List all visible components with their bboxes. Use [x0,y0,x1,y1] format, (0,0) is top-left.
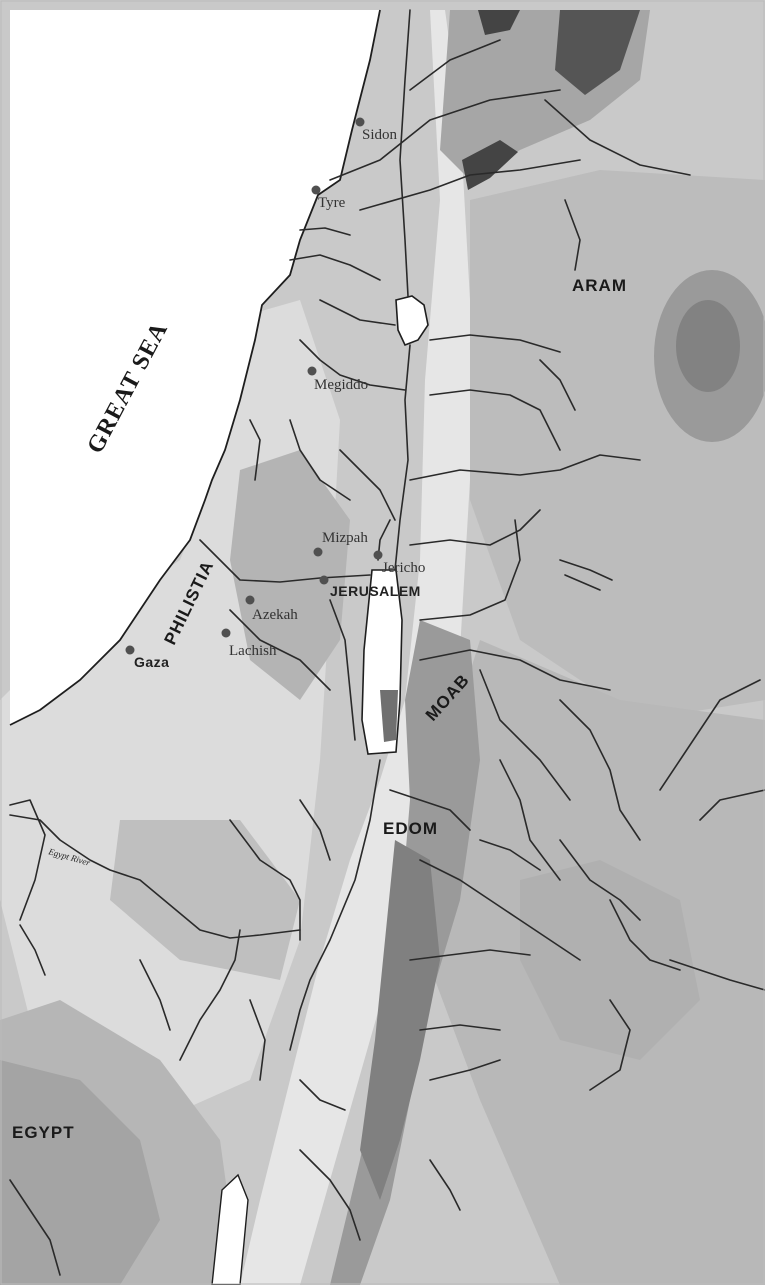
river-arabah [289,759,381,1051]
river-west-6 [339,449,396,521]
coastline [9,9,381,726]
egypt-river [9,814,301,939]
city-markers [125,117,383,655]
tyre-label: Tyre [318,195,346,211]
river-west-2 [289,419,351,501]
river-east-3 [539,359,576,411]
megiddo-dot [307,366,317,376]
river-edom-4 [609,899,681,971]
river-edom-1 [419,859,581,961]
river-moab-2 [499,759,561,881]
river-east-7 [589,999,631,1091]
river-zered [389,789,471,831]
river-sinai-7 [299,1149,361,1241]
great-sea [10,10,380,725]
river-sinai-3 [179,929,241,1061]
azekah-label: Azekah [252,607,298,623]
gaza-label: Gaza [134,654,169,670]
river-edom-2 [479,839,541,871]
gaza-dot [125,645,135,655]
river-west-1 [249,419,261,481]
river-yarmuk [409,454,641,481]
river-sinai-1 [9,799,46,921]
river-aram-2 [559,559,613,591]
terrain-shading [0,10,765,1285]
river-north-2 [409,39,501,91]
river-edom-5 [409,949,531,961]
river-jabbok [409,509,541,546]
river-arnon [419,649,611,691]
river-edom-7 [429,1059,501,1081]
gulf-of-suez [211,1173,249,1285]
jerusalem-label: JERUSALEM [330,583,421,599]
sidon-label: Sidon [362,127,398,143]
river-west-5 [319,299,396,326]
river-sinai-4 [139,959,171,1031]
river-edom-3 [559,839,641,921]
river-east-2 [429,389,561,451]
river-sinai-8 [299,1079,346,1111]
aram-label: ARAM [572,276,627,295]
river-north-1 [329,89,561,181]
river-lebanon-coast [299,227,351,236]
jericho-dot [373,550,383,560]
river-east-6 [699,789,765,821]
jordan-river [394,9,411,571]
river-sinai-5 [249,999,266,1081]
jerusalem-dot [319,575,329,585]
river-negev-2 [229,819,301,941]
river-west-7 [199,539,371,583]
tyre-dot [311,185,321,195]
river-east-1 [429,334,561,353]
river-negev-1 [299,799,331,861]
river-west-4 [289,254,381,281]
river-moab-3 [559,699,641,841]
mizpah-dot [313,547,323,557]
city-labels: Sidon Tyre Megiddo Mizpah Jericho JERUSA… [134,127,425,670]
megiddo-label: Megiddo [314,377,368,393]
river-east-4 [419,519,521,621]
river-sinai-9 [429,1159,461,1211]
river-aram-1 [564,199,581,271]
river-sinai-6 [9,1179,61,1276]
river-north-3 [544,99,691,176]
lachish-dot [221,628,231,638]
azekah-dot [245,595,255,605]
litani-river [359,159,581,211]
dead-sea-south-basin [380,690,398,742]
lachish-label: Lachish [229,643,277,659]
water-bodies [211,295,429,1285]
river-edom-6 [419,1024,501,1031]
river-sinai-2 [19,924,46,976]
egypt-label: EGYPT [12,1123,75,1142]
river-east-8 [669,959,765,991]
river-west-3 [299,339,406,391]
river-west-9 [329,599,356,741]
river-west-8 [229,609,331,691]
river-east-5 [659,679,761,791]
river-moab-1 [479,669,571,801]
mizpah-label: Mizpah [322,530,368,546]
edom-label: EDOM [383,819,438,838]
sidon-dot [355,117,365,127]
jericho-label: Jericho [382,560,425,576]
sea-of-galilee [395,295,429,347]
